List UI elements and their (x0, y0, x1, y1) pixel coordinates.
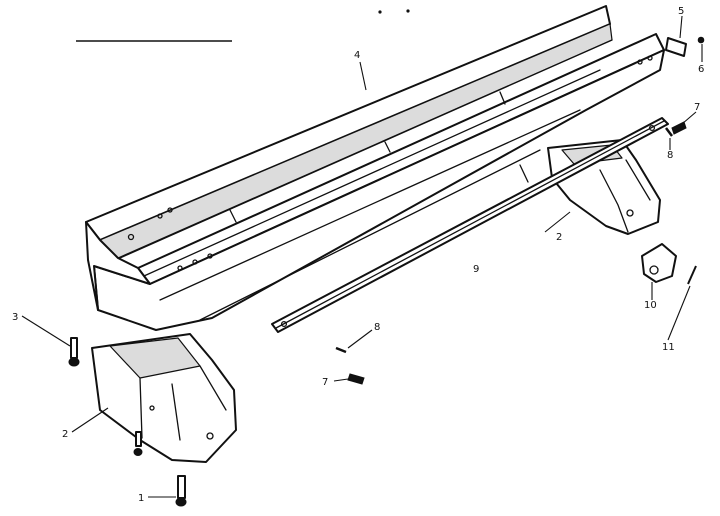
rack (271, 117, 669, 333)
lathe-bed (85, 5, 665, 331)
callout-11: 11 (662, 342, 675, 353)
callout-3: 3 (12, 312, 18, 323)
callout-2-right: 2 (556, 232, 562, 243)
screw-11 (687, 265, 697, 285)
callout-6: 6 (698, 64, 704, 75)
callout-10: 10 (644, 300, 657, 311)
screw-3 (68, 337, 80, 367)
cap-5 (665, 37, 687, 57)
bracket-10 (641, 243, 677, 283)
screw-7-right (671, 121, 687, 135)
leader-lines (21, 15, 703, 498)
callout-7-right: 7 (694, 102, 700, 113)
callout-1: 1 (138, 493, 144, 504)
callout-2-left: 2 (62, 429, 68, 440)
callout-7-middle: 7 (322, 377, 328, 388)
screw-6 (697, 36, 705, 44)
pin-8-right (665, 127, 673, 137)
stray-dot (406, 9, 410, 13)
callout-5: 5 (678, 6, 684, 17)
callout-4: 4 (354, 50, 360, 61)
leg-left (91, 333, 237, 463)
callout-8-right: 8 (667, 150, 673, 161)
screw-7-middle (347, 373, 365, 385)
stray-dot (378, 10, 382, 14)
pin-8-middle (335, 346, 347, 354)
callout-8-middle: 8 (374, 322, 380, 333)
screw-1 (175, 475, 187, 507)
callout-9: 9 (473, 264, 479, 275)
bolt-left-leg (133, 431, 143, 456)
